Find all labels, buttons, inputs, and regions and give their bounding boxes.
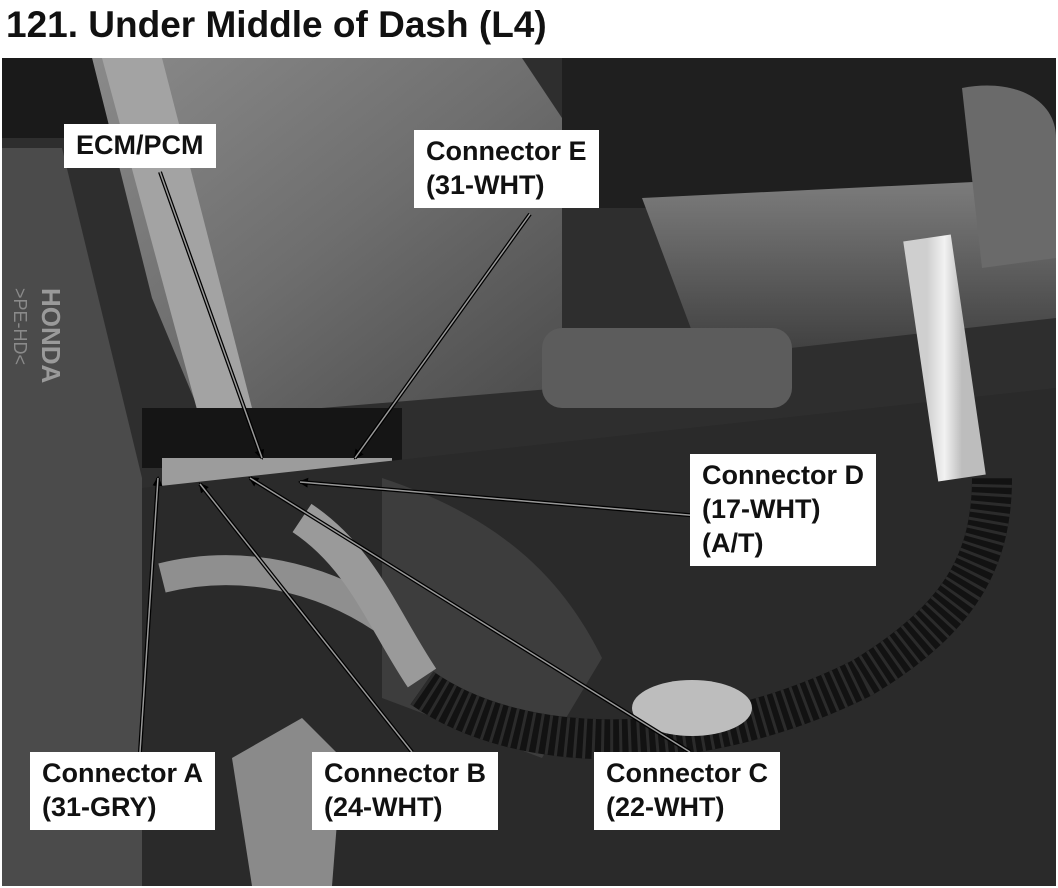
duct-outlet xyxy=(962,85,1056,268)
connector-e-spec: (31-WHT) xyxy=(426,170,545,200)
callout-connector-b: Connector B (24-WHT) xyxy=(312,752,498,830)
callout-connector-a: Connector A (31-GRY) xyxy=(30,752,215,830)
callout-connector-d: Connector D (17-WHT) (A/T) xyxy=(690,454,876,566)
connector-b-spec: (24-WHT) xyxy=(324,792,443,822)
connector-d-note: (A/T) xyxy=(702,528,764,558)
callout-ecm-label: ECM/PCM xyxy=(76,130,204,160)
drain-tube xyxy=(542,328,792,408)
connector-b-name: Connector B xyxy=(324,758,486,788)
callout-ecm-pcm: ECM/PCM xyxy=(64,124,216,168)
left-trim-panel xyxy=(2,148,142,886)
part-marking: >PE-HD< xyxy=(10,288,30,365)
connector-a-name: Connector A xyxy=(42,758,203,788)
figure-title: 121. Under Middle of Dash (L4) xyxy=(6,4,547,45)
callout-connector-e: Connector E (31-WHT) xyxy=(414,130,599,208)
honda-marking: HONDA xyxy=(36,288,66,384)
connector-d-name: Connector D xyxy=(702,460,864,490)
connector-a-spec: (31-GRY) xyxy=(42,792,157,822)
grommet xyxy=(632,680,752,736)
connector-e-name: Connector E xyxy=(426,136,587,166)
connector-c-name: Connector C xyxy=(606,758,768,788)
taped-harness xyxy=(903,234,986,482)
callout-connector-c: Connector C (22-WHT) xyxy=(594,752,780,830)
connector-d-spec: (17-WHT) xyxy=(702,494,821,524)
connector-c-spec: (22-WHT) xyxy=(606,792,725,822)
